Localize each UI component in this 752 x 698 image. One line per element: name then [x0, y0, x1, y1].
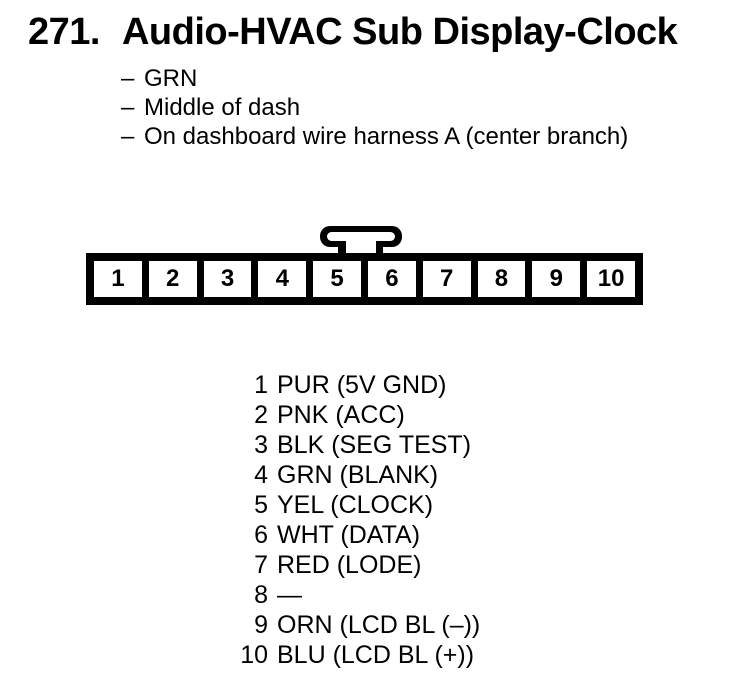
connector-pin-cell: 9 — [532, 261, 588, 297]
note-text: Middle of dash — [144, 94, 301, 121]
pin-number: 9 — [254, 611, 268, 639]
pin-number: 6 — [254, 521, 268, 549]
pin-label: — — [277, 581, 302, 609]
pin-label: WHT (DATA) — [277, 521, 421, 549]
pinout-row: 10 BLU (LCD BL (+)) — [229, 640, 480, 670]
section-number: 271. — [28, 11, 100, 53]
connector-pin-cell: 8 — [477, 261, 533, 297]
note-text: GRN — [144, 65, 198, 92]
pin-label: ORN (LCD BL (–)) — [277, 611, 481, 639]
pinout-row: 7 RED (LODE) — [229, 550, 480, 580]
note-dash: – — [121, 123, 135, 150]
note-text: On dashboard wire harness A (center bran… — [144, 123, 629, 150]
pinout-row: 3 BLK (SEG TEST) — [229, 430, 480, 460]
pin-label: BLK (SEG TEST) — [277, 431, 472, 459]
page-title: 271. Audio-HVAC Sub Display-Clock — [28, 11, 678, 54]
pinout-row: 9 ORN (LCD BL (–)) — [229, 610, 480, 640]
pinout-row: 5 YEL (CLOCK) — [229, 490, 480, 520]
connector-pin-cell: 3 — [203, 261, 259, 297]
pin-number: 7 — [254, 551, 268, 579]
pinout-row: 2 PNK (ACC) — [229, 400, 480, 430]
pinout-row: 1 PUR (5V GND) — [229, 370, 480, 400]
pin-number: 10 — [240, 641, 268, 669]
pin-label: PUR (5V GND) — [277, 371, 447, 399]
pin-number: 8 — [254, 581, 268, 609]
pin-label: YEL (CLOCK) — [277, 491, 434, 519]
connector-pin-cell: 7 — [422, 261, 478, 297]
note-item: – GRN — [121, 64, 628, 93]
connector-lock-tab-icon — [320, 226, 402, 257]
pin-number: 2 — [254, 401, 268, 429]
pinout-row: 6 WHT (DATA) — [229, 520, 480, 550]
pin-label: BLU (LCD BL (+)) — [277, 641, 475, 669]
pinout-row: 8 — — [229, 580, 480, 610]
pin-number: 3 — [254, 431, 268, 459]
pinout-row: 4 GRN (BLANK) — [229, 460, 480, 490]
section-title: Audio-HVAC Sub Display-Clock — [121, 11, 678, 53]
connector-pin-cell: 1 — [94, 261, 149, 297]
pin-number: 5 — [254, 491, 268, 519]
notes-list: – GRN – Middle of dash – On dashboard wi… — [121, 64, 628, 151]
connector-pin-cell: 4 — [258, 261, 314, 297]
pin-label: RED (LODE) — [277, 551, 422, 579]
note-dash: – — [121, 65, 135, 92]
note-item: – On dashboard wire harness A (center br… — [121, 122, 628, 151]
note-item: – Middle of dash — [121, 93, 628, 122]
pin-label: GRN (BLANK) — [277, 461, 439, 489]
connector-pin-cell: 10 — [587, 261, 635, 297]
pin-number: 4 — [254, 461, 268, 489]
pin-label: PNK (ACC) — [277, 401, 405, 429]
pin-number: 1 — [254, 371, 268, 399]
connector-pin-cell: 5 — [313, 261, 368, 297]
note-dash: – — [121, 94, 135, 121]
pinout-list: 1 PUR (5V GND) 2 PNK (ACC) 3 BLK (SEG TE… — [229, 370, 480, 670]
connector-pin-cell: 2 — [148, 261, 204, 297]
connector-pin-cell: 6 — [367, 261, 423, 297]
